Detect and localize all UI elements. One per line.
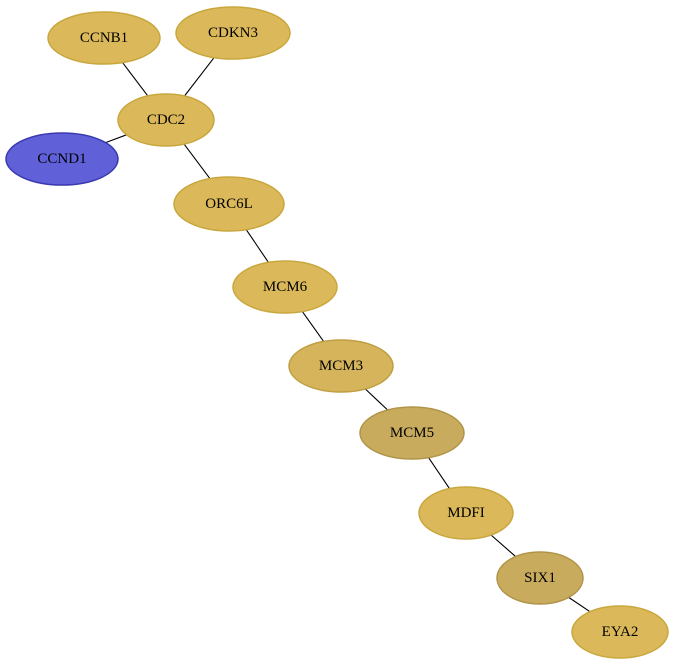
- edge-mcm6-mcm3: [301, 311, 325, 342]
- node-label-cdkn3: CDKN3: [208, 25, 258, 41]
- node-shape-orc6l: [173, 176, 285, 232]
- node-shape-mcm3: [288, 339, 394, 393]
- node-label-six1: SIX1: [524, 570, 556, 586]
- node-label-ccnb1: CCNB1: [80, 30, 128, 46]
- node-label-ccnd1: CCND1: [37, 151, 86, 167]
- node-label-mcm3: MCM3: [319, 358, 363, 374]
- edge-mdfi-six1: [490, 534, 516, 557]
- node-label-mdfi: MDFI: [447, 505, 485, 521]
- edge-cdc2-orc6l: [183, 143, 211, 179]
- node-cdc2[interactable]: CDC2: [117, 93, 215, 147]
- node-shape-ccnd1: [5, 132, 119, 186]
- edge-cdkn3-cdc2: [184, 57, 215, 97]
- edge-layer: [105, 57, 591, 613]
- node-orc6l[interactable]: ORC6L: [173, 176, 285, 232]
- node-label-mcm5: MCM5: [390, 425, 434, 441]
- node-mcm5[interactable]: MCM5: [359, 406, 465, 460]
- node-mdfi[interactable]: MDFI: [418, 486, 514, 540]
- edge-ccnb1-cdc2: [122, 62, 149, 97]
- node-eya2[interactable]: EYA2: [571, 605, 669, 659]
- node-shape-eya2: [571, 605, 669, 659]
- edge-six1-eya2: [568, 596, 591, 613]
- node-six1[interactable]: SIX1: [496, 551, 584, 605]
- node-shape-cdkn3: [175, 6, 291, 60]
- edge-orc6l-mcm6: [245, 229, 269, 263]
- node-mcm3[interactable]: MCM3: [288, 339, 394, 393]
- node-shape-mcm5: [359, 406, 465, 460]
- node-label-orc6l: ORC6L: [205, 196, 253, 212]
- node-cdkn3[interactable]: CDKN3: [175, 6, 291, 60]
- node-shape-cdc2: [117, 93, 215, 147]
- node-mcm6[interactable]: MCM6: [232, 260, 338, 314]
- node-shape-ccnb1: [47, 11, 161, 65]
- node-shape-mcm6: [232, 260, 338, 314]
- edge-mcm3-mcm5: [364, 388, 389, 411]
- node-ccnb1[interactable]: CCNB1: [47, 11, 161, 65]
- node-shape-mdfi: [418, 486, 514, 540]
- node-label-eya2: EYA2: [602, 624, 639, 640]
- node-shape-six1: [496, 551, 584, 605]
- edge-cdc2-ccnd1: [105, 134, 127, 144]
- node-label-cdc2: CDC2: [147, 112, 185, 128]
- node-ccnd1[interactable]: CCND1: [5, 132, 119, 186]
- edge-mcm5-mdfi: [428, 457, 451, 489]
- node-label-mcm6: MCM6: [263, 279, 308, 295]
